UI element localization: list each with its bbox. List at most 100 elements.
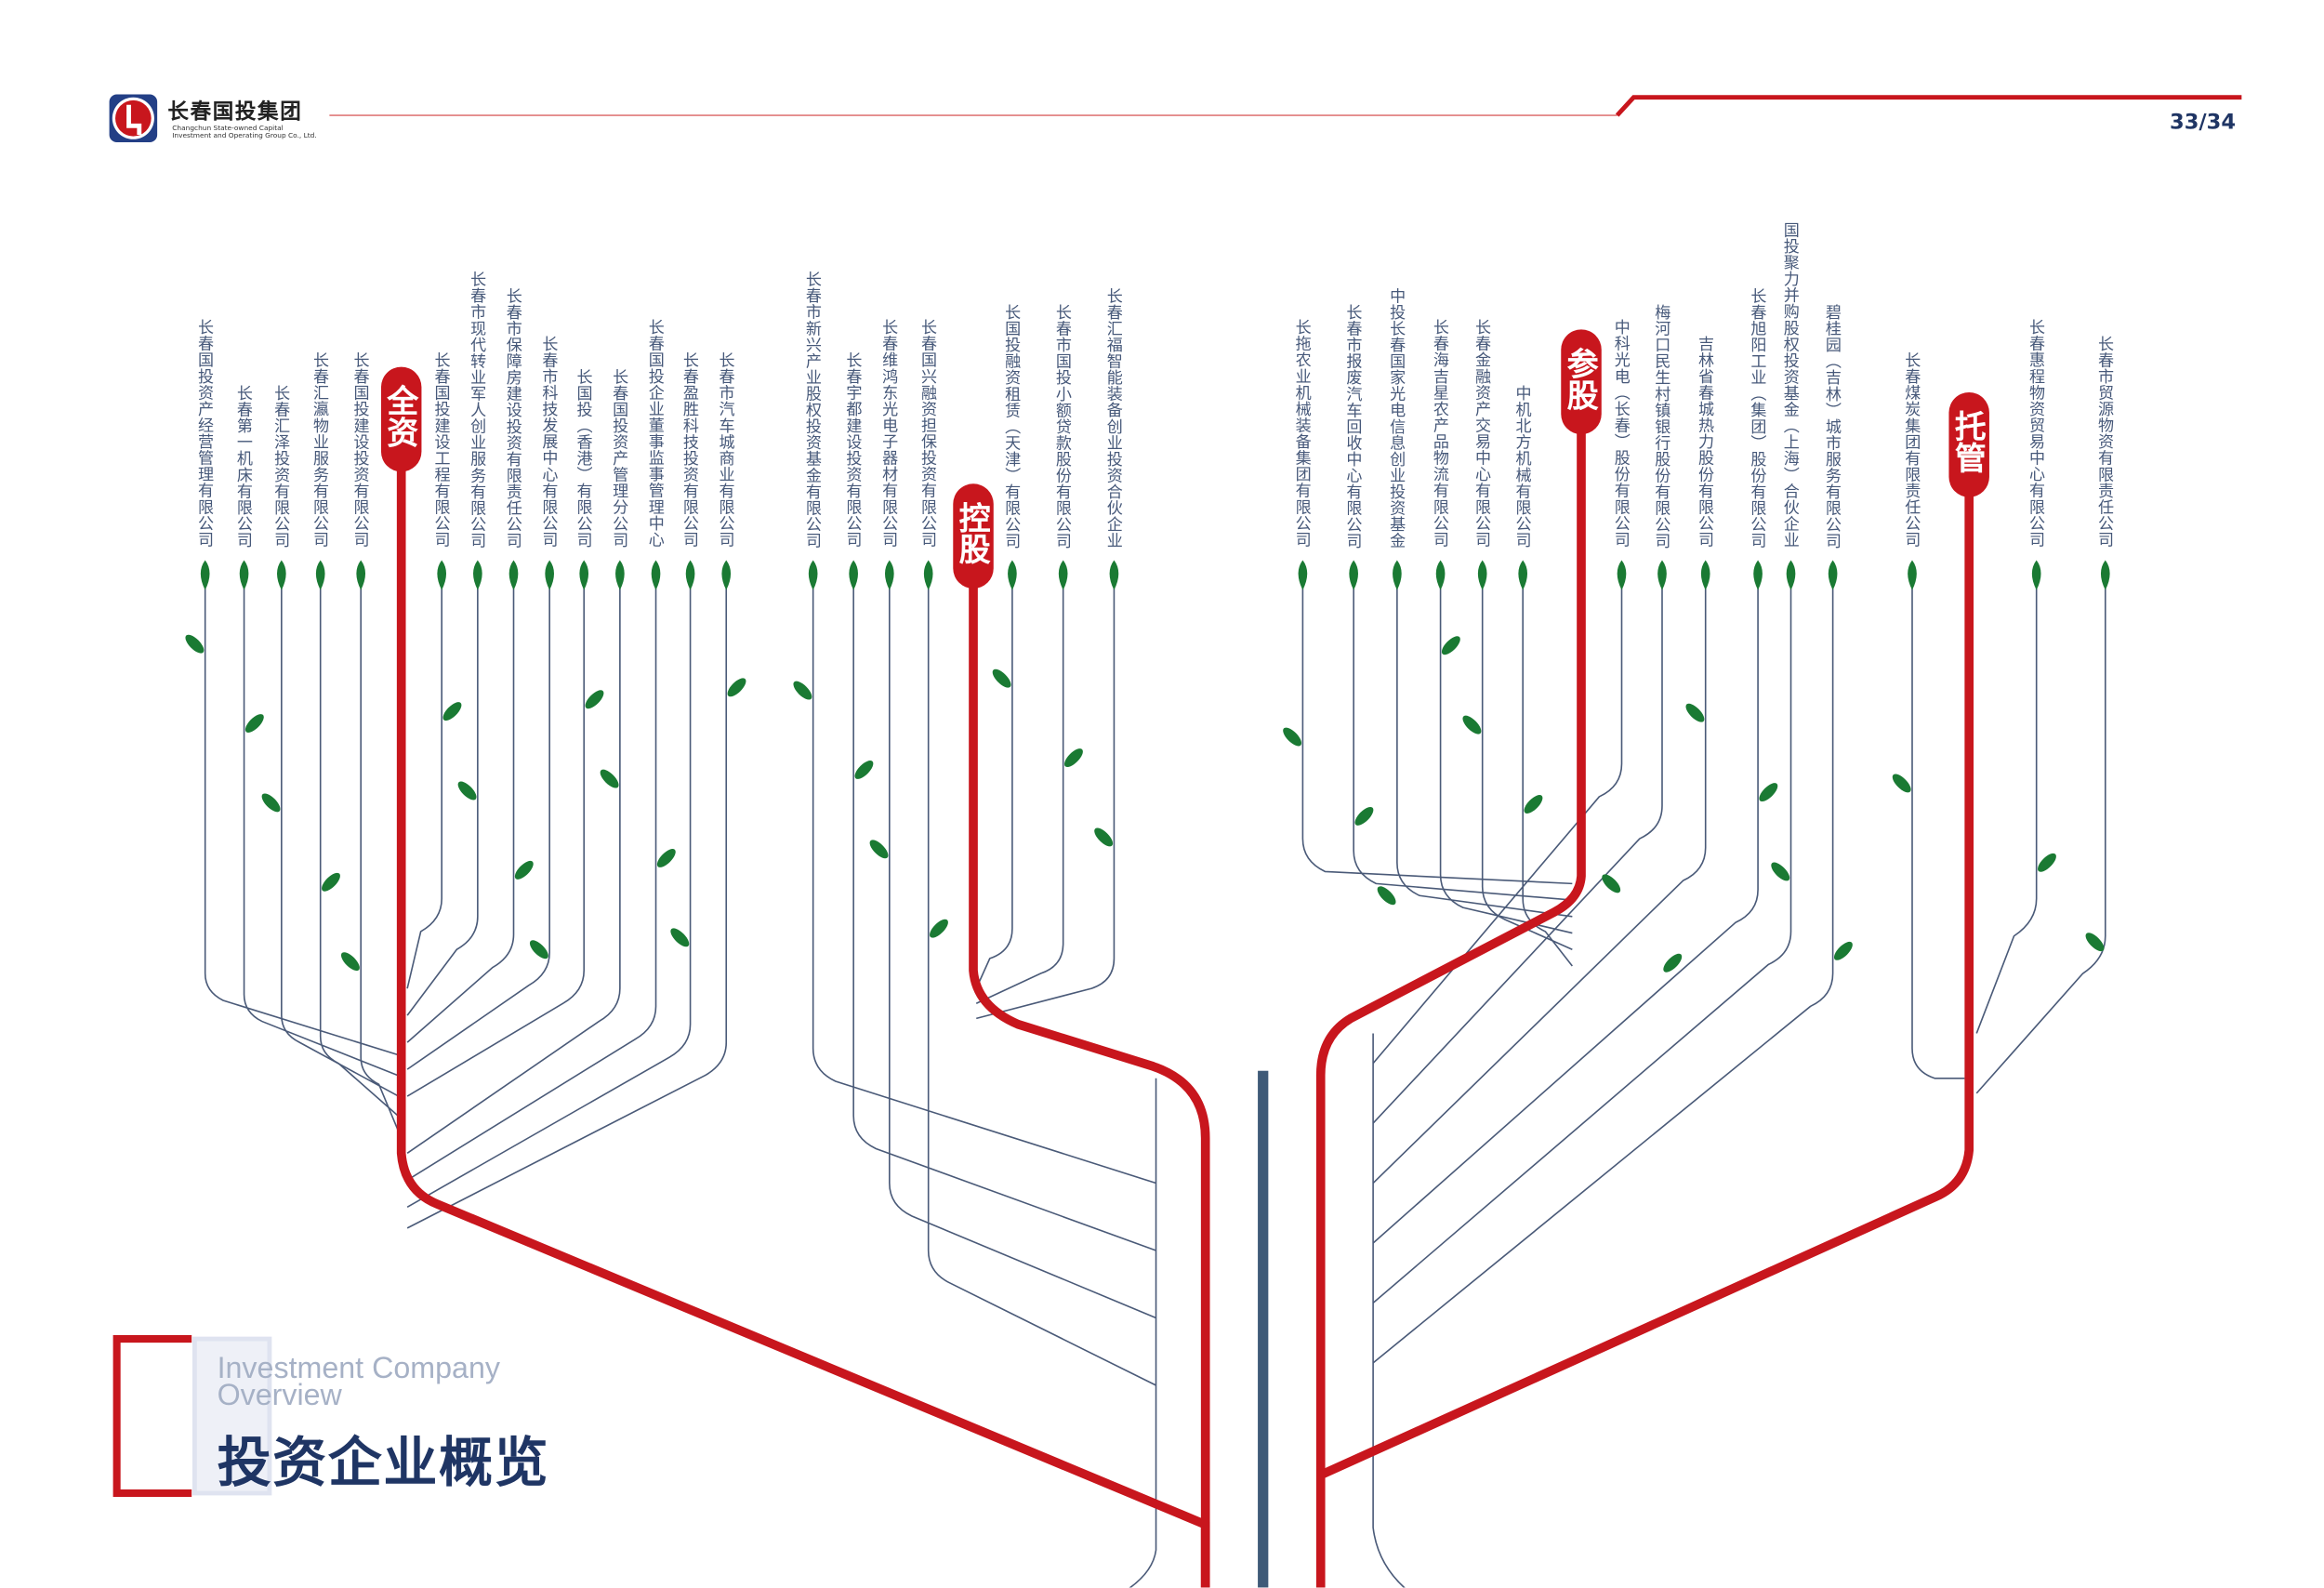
leaf-icon — [930, 919, 948, 938]
branch-line — [1372, 587, 1759, 1244]
company-label: 长春市报废汽车回收中心有限公司 — [1344, 303, 1363, 549]
branch-line — [1396, 587, 1573, 918]
branch-line — [406, 587, 442, 989]
company-label: 碧桂园（吉林）城市服务有限公司 — [1823, 303, 1842, 549]
leaf-icon — [1063, 748, 1083, 768]
company-label: 长国投（香港）有限公司 — [574, 368, 593, 549]
leaf-icon — [1094, 827, 1114, 847]
branch-line — [1129, 1078, 1157, 1588]
branch-line — [319, 587, 403, 1119]
leaf-icon — [2038, 853, 2056, 872]
company-label: 长春市现代转业军人创业服务有限公司 — [469, 271, 487, 549]
company-label: 长春国投建设工程有限公司 — [432, 351, 451, 549]
trunk-wholly-owned — [396, 444, 1210, 1588]
leaf-icon — [1892, 774, 1911, 793]
leaf-icon — [1663, 953, 1683, 973]
leaf-icon — [585, 690, 604, 709]
company-label: 长春盈胜科技投资有限公司 — [680, 351, 700, 549]
leaf-icon — [992, 668, 1011, 688]
section-title: 投资企业概览 — [217, 1433, 550, 1495]
branch-line — [406, 587, 515, 1043]
company-label: 长春国投企业董事监事管理中心 — [646, 319, 666, 549]
leaf-icon — [514, 860, 534, 880]
section-title-english: Investment Company Overview — [217, 1352, 500, 1412]
company-label: 吉林省春城热力股份有限公司 — [1697, 336, 1715, 549]
company-label: 长春第一机床有限公司 — [234, 384, 254, 549]
company-label: 长春汇泽投资有限公司 — [272, 384, 291, 549]
branch-line — [812, 587, 1156, 1184]
leaf-icon — [2031, 560, 2041, 590]
branch-line — [1372, 587, 1834, 1364]
leaf-icon — [1349, 560, 1358, 590]
branch-line — [1372, 587, 1623, 1065]
branch-line — [976, 587, 1116, 1020]
branch-line — [406, 587, 586, 1097]
leaf-icon — [1393, 560, 1402, 590]
company-label: 长春汇瀛物业服务有限公司 — [311, 351, 330, 549]
leaf-icon — [579, 560, 589, 590]
leaf-icon — [1518, 560, 1528, 590]
company-label: 中投长春国家光电信息创业投资基金 — [1388, 286, 1406, 549]
branch-line — [1975, 587, 2106, 1094]
central-trunk — [1258, 1070, 1269, 1588]
branch-line — [1353, 587, 1573, 901]
leaf-icon — [1657, 560, 1667, 590]
branch-line — [975, 587, 1013, 989]
company-label: 长春国兴融资担保投资有限公司 — [919, 319, 938, 549]
leaf-icon — [1828, 560, 1838, 590]
company-label: 长春维鸿东光电子器材有限公司 — [880, 319, 899, 549]
leaf-icon — [884, 560, 894, 590]
logo-icon — [109, 94, 158, 143]
company-label: 长春金融资产交易中心有限公司 — [1473, 319, 1492, 549]
leaf-icon — [923, 560, 933, 590]
trunk-participating — [1315, 415, 1586, 1588]
branch-line — [204, 587, 402, 1057]
company-label: 长春市保障房建设投资有限责任公司 — [504, 286, 523, 549]
leaf-icon — [854, 761, 874, 779]
leaf-icon — [1462, 715, 1482, 734]
company-label: 长春市贸源物资有限责任公司 — [2096, 336, 2115, 549]
leaf-icon — [529, 940, 548, 959]
header-rule-accent — [1615, 95, 2242, 117]
leaf-icon — [1377, 886, 1396, 906]
company-label: 长春国投建设投资有限公司 — [351, 351, 370, 549]
logo-english-line2: Investment and Operating Group Co., Ltd. — [172, 133, 317, 141]
branch-line — [1439, 587, 1573, 934]
leaf-icon — [2085, 933, 2105, 952]
branch-line — [975, 587, 1064, 1004]
leaf-icon — [442, 702, 462, 721]
branch-line — [1911, 587, 1965, 1079]
company-label: 长春国投资产经营管理有限公司 — [196, 319, 215, 549]
leaf-icon — [1685, 703, 1705, 722]
company-label: 中科光电（长春）股份有限公司 — [1612, 319, 1631, 549]
company-label: 长拖农业机械装备集团有限公司 — [1293, 319, 1313, 549]
branch-line — [1372, 587, 1707, 1184]
leaf-icon — [721, 560, 732, 590]
company-label: 长春市新兴产业股权投资基金有限公司 — [803, 271, 823, 549]
company-label: 长春惠程物资贸易中心有限公司 — [2027, 319, 2046, 549]
leaf-icon — [545, 560, 554, 590]
leaf-icon — [437, 560, 447, 590]
leaf-icon — [508, 560, 519, 590]
leaf-icon — [1354, 806, 1374, 826]
leaf-icon — [2100, 560, 2110, 590]
logo-text: 长春国投集团 — [167, 99, 303, 125]
leaf-icon — [1753, 560, 1763, 590]
branch-line — [406, 587, 692, 1209]
trunk-holding — [969, 564, 1210, 1588]
branch-line — [927, 587, 1156, 1386]
leaf-icon — [322, 872, 340, 892]
leaf-icon — [651, 560, 661, 590]
trunk-entrusted — [1319, 474, 1974, 1478]
leaf-icon — [1283, 727, 1302, 747]
branch-line — [1372, 587, 1663, 1124]
leaf-icon — [244, 714, 264, 733]
leaf-icon — [685, 560, 695, 590]
leaf-icon — [1700, 560, 1710, 590]
branch-line — [406, 587, 479, 1016]
category-badge: 托管 — [1948, 392, 1989, 497]
category-badge: 全资 — [380, 366, 422, 472]
leaf-icon — [261, 793, 281, 813]
leaf-icon — [849, 560, 858, 590]
